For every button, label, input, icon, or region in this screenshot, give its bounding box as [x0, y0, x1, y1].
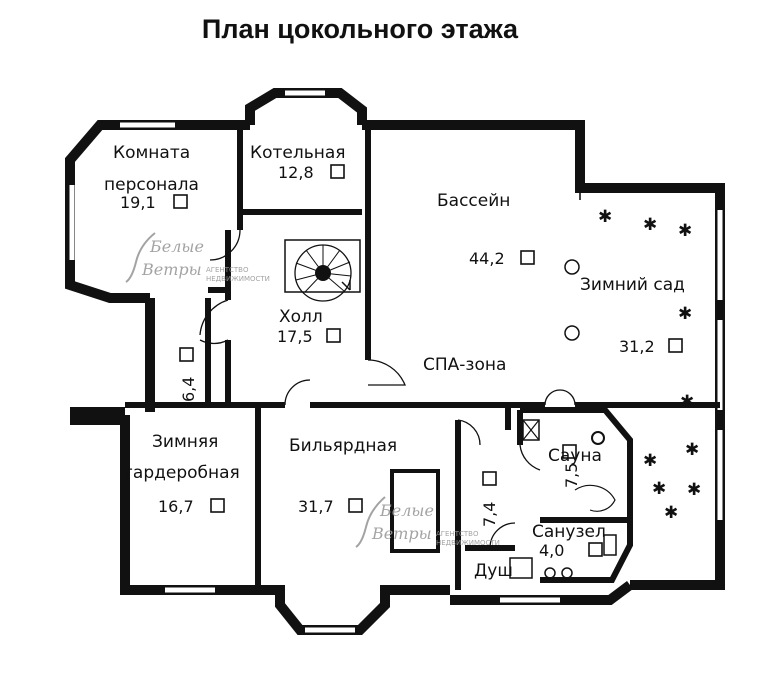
room-area: 7,5	[562, 463, 581, 488]
room-area: 6,4	[179, 377, 198, 402]
svg-text:✱: ✱	[643, 451, 657, 471]
area-mark-icon	[520, 250, 535, 265]
area-mark-icon	[179, 347, 194, 362]
plan-title: План цокольного этажа	[201, 14, 519, 44]
column-icon	[564, 325, 580, 341]
svg-text:✱: ✱	[664, 503, 678, 523]
svg-text:Белые: Белые	[379, 501, 434, 520]
svg-text:✱: ✱	[680, 392, 694, 412]
room-area: 17,5	[277, 327, 313, 346]
area-mark-icon	[348, 498, 363, 513]
svg-text:НЕДВИЖИМОСТИ: НЕДВИЖИМОСТИ	[206, 275, 270, 283]
spiral-staircase	[284, 239, 361, 302]
room-area: 19,1	[120, 193, 156, 212]
svg-text:✱: ✱	[678, 304, 692, 324]
billiard-table	[390, 469, 440, 553]
room-name: Котельная	[250, 143, 345, 163]
room-area: 16,7	[158, 497, 194, 516]
sauna-equipment	[509, 419, 617, 579]
svg-text:Ветры: Ветры	[141, 260, 202, 279]
room-labels: Комната персонала 19,1 Котельная 12,8 Ба…	[104, 143, 685, 581]
svg-text:✱: ✱	[687, 480, 701, 500]
svg-text:Белые: Белые	[149, 237, 204, 256]
area-mark-icon	[562, 444, 577, 459]
plant-icons: ✱ ✱ ✱ ✱ ✱ ✱ ✱ ✱ ✱ ✱	[598, 207, 701, 523]
room-area: 12,8	[278, 163, 314, 182]
windows	[69, 90, 723, 633]
room-name: Бассейн	[437, 191, 510, 211]
svg-text:АГЕНТСТВО: АГЕНТСТВО	[206, 266, 249, 274]
interior-walls	[125, 125, 720, 590]
svg-text:✱: ✱	[685, 440, 699, 460]
room-area: 4,0	[539, 541, 564, 560]
svg-text:✱: ✱	[598, 207, 612, 227]
svg-text:✱: ✱	[652, 479, 666, 499]
room-name: Зимний сад	[580, 275, 685, 295]
room-area: 7,4	[480, 502, 499, 527]
room-name: Санузел	[532, 522, 606, 542]
room-name: гардеробная	[124, 463, 240, 483]
room-name: Бильярдная	[289, 436, 397, 456]
area-mark-icon	[588, 542, 603, 557]
svg-text:✱: ✱	[678, 221, 692, 241]
room-area: 44,2	[469, 249, 505, 268]
room-name: Холл	[279, 307, 323, 327]
area-mark-icon	[330, 164, 345, 179]
room-name: Душ	[474, 561, 513, 581]
area-mark-icon	[668, 338, 683, 353]
room-name: СПА-зона	[423, 355, 506, 375]
svg-text:АГЕНТСТВО: АГЕНТСТВО	[436, 530, 479, 538]
room-name: Зимняя	[152, 432, 218, 452]
room-name: персонала	[104, 175, 199, 195]
watermark-logo: Белые Ветры АГЕНТСТВО НЕДВИЖИМОСТИ	[125, 232, 270, 283]
area-mark-icon	[173, 194, 188, 209]
area-mark-icon	[482, 471, 497, 486]
watermark-logo: Белые Ветры АГЕНТСТВО НЕДВИЖИМОСТИ	[355, 496, 500, 548]
svg-text:НЕДВИЖИМОСТИ: НЕДВИЖИМОСТИ	[436, 539, 500, 547]
room-name: Комната	[113, 143, 190, 163]
svg-text:✱: ✱	[643, 215, 657, 235]
room-area: 31,7	[298, 497, 334, 516]
room-name: Сауна	[548, 446, 602, 466]
svg-text:Ветры: Ветры	[371, 524, 432, 543]
column-icon	[564, 259, 580, 275]
area-mark-icon	[210, 498, 225, 513]
doors	[199, 229, 576, 549]
area-mark-icon	[326, 328, 341, 343]
room-area: 31,2	[619, 337, 655, 356]
